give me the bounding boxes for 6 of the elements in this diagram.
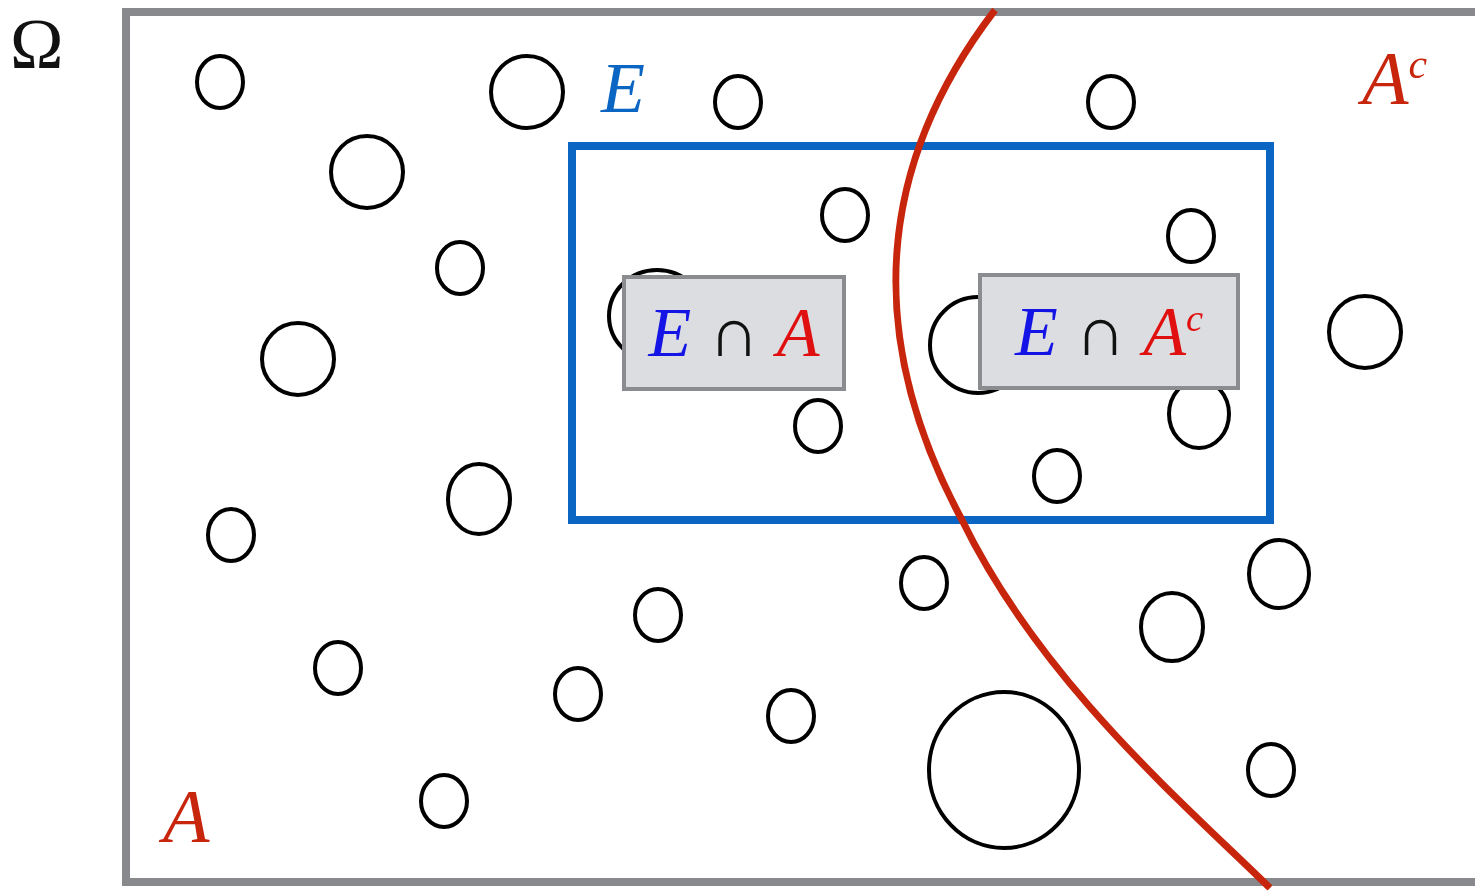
set-expression: E ∩ A$^{c}$ (1014, 296, 1204, 367)
set-expression: E ∩ A (648, 298, 820, 368)
intersection-box (978, 273, 1240, 390)
event-label: E (601, 52, 645, 124)
sample-space-symbol: Ω (10, 8, 64, 80)
intersection-box (622, 275, 846, 391)
